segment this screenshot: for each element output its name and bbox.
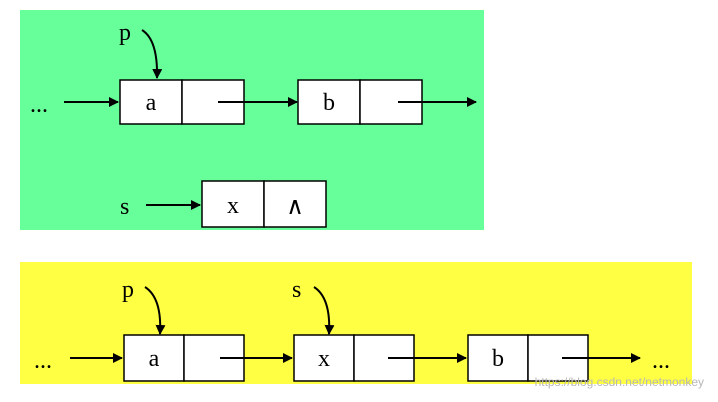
top-node-x-data-cell <box>201 180 265 228</box>
bottom-node-a-value: a <box>149 346 160 372</box>
top-node-x: x ∧ <box>201 180 327 228</box>
top-node-b-value: b <box>323 90 335 116</box>
bottom-ellipsis-left: ... <box>34 348 52 374</box>
top-node-a: a <box>119 79 245 125</box>
top-node-x-null-symbol: ∧ <box>286 194 304 220</box>
bottom-pointer-p-label: p <box>122 277 134 303</box>
bottom-node-a-data-cell <box>123 334 185 382</box>
top-pointer-p-arrow <box>141 29 163 79</box>
top-pointer-s-label: s <box>120 194 129 220</box>
top-pointer-p-label: p <box>119 20 131 46</box>
bottom-ellipsis-right: ... <box>652 348 670 374</box>
top-ellipsis-left: ... <box>30 92 48 118</box>
top-node-x-value: x <box>227 193 239 219</box>
bottom-node-x-data-cell <box>293 334 355 382</box>
bottom-pointer-s-arrow <box>313 286 335 335</box>
watermark: https://blog.csdn.net/netmonkey <box>535 375 704 389</box>
top-node-a-value: a <box>146 90 157 116</box>
bottom-node-b-value: b <box>492 346 504 372</box>
bottom-node-x: x <box>293 334 415 382</box>
top-node-x-next-cell <box>263 180 327 228</box>
bottom-pointer-s-label: s <box>292 277 301 303</box>
top-node-b-data-cell <box>297 79 361 125</box>
bottom-node-x-value: x <box>318 346 330 372</box>
bottom-node-b-data-cell <box>467 334 529 382</box>
top-panel: ... p a b s x ∧ <box>20 10 484 230</box>
bottom-pointer-p-arrow <box>144 286 166 335</box>
bottom-panel: ... p a s x b ... <box>20 262 692 384</box>
